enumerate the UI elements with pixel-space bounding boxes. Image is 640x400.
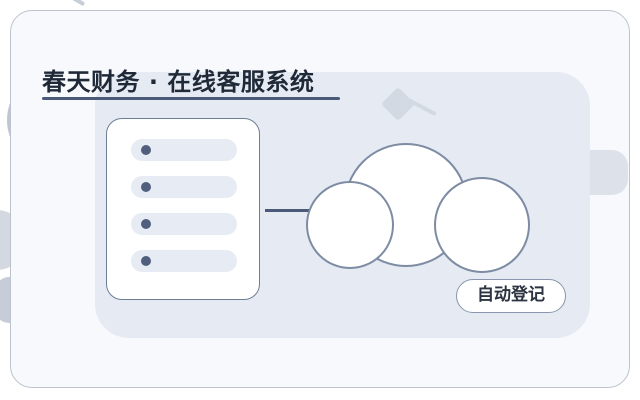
cloud-right-circle [434, 177, 530, 273]
server-row [131, 250, 237, 272]
auto-register-badge: 自动登记 [456, 279, 566, 313]
server-row-dot [141, 256, 151, 266]
connector-line [265, 209, 331, 212]
cloud-left-circle [306, 181, 394, 269]
deco-stroke [60, 0, 86, 7]
server-row-dot [141, 219, 151, 229]
server-row [131, 176, 237, 198]
server-row-dot [141, 145, 151, 155]
title-underline [42, 97, 340, 100]
server-row [131, 213, 237, 235]
page-title: 春天财务 · 在线客服系统 [42, 68, 315, 96]
server-row [131, 139, 237, 161]
server-icon [106, 118, 260, 300]
server-row-dot [141, 182, 151, 192]
